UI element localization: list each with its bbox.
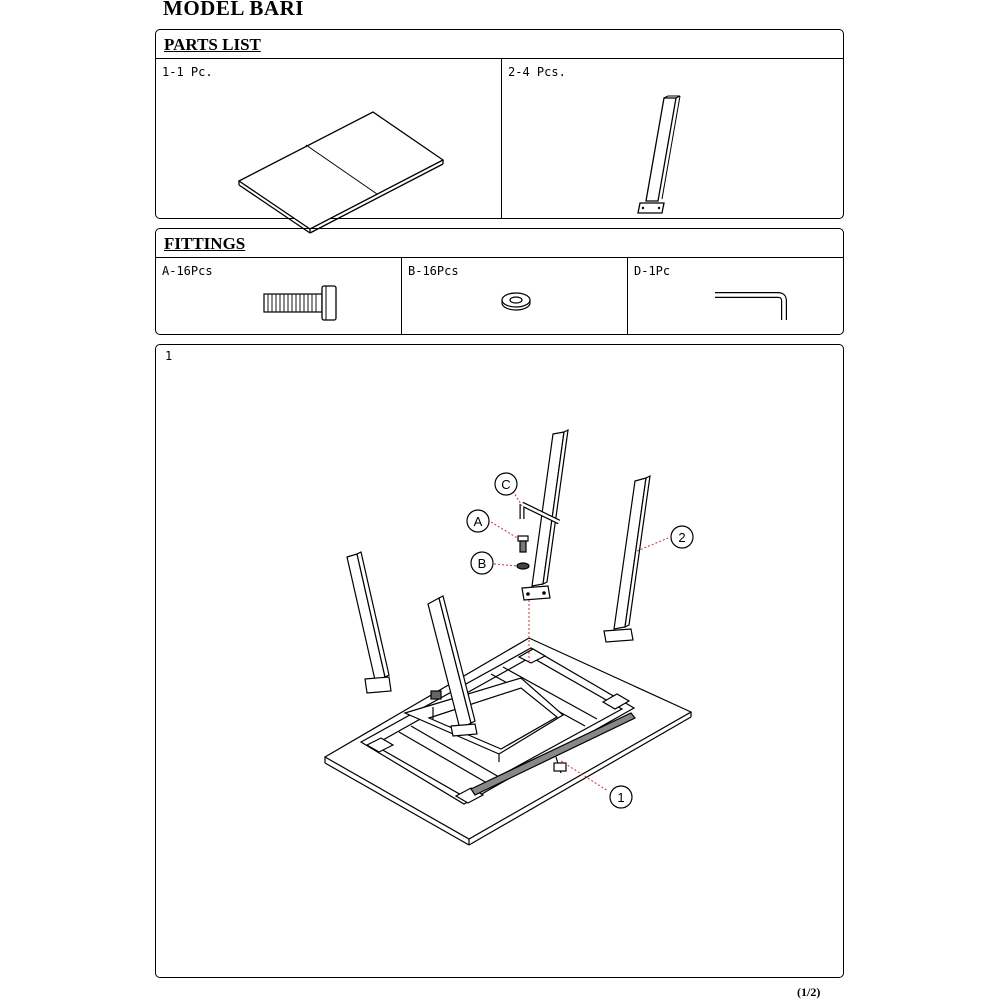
fitting-cell-allen-key: D-1Pc <box>627 258 843 334</box>
fitting-cell-bolt: A-16Pcs <box>156 258 401 334</box>
model-title: MODEL BARI <box>163 0 304 20</box>
step-number: 1 <box>165 349 173 363</box>
part-cell-table-top: 1-1 Pc. <box>156 59 501 234</box>
part-label: 2-4 Pcs. <box>508 65 566 79</box>
table-leg <box>603 474 651 643</box>
part-cell-leg: 2-4 Pcs. <box>501 59 843 218</box>
svg-text:2: 2 <box>678 530 685 545</box>
table-leg <box>521 428 569 601</box>
callout-b: B <box>470 551 494 575</box>
svg-text:1: 1 <box>617 790 624 805</box>
washer-icon <box>501 292 531 311</box>
part-label: 1-1 Pc. <box>162 65 213 79</box>
fittings-panel: FITTINGS A-16Pcs B-16Pcs <box>155 228 844 335</box>
assembly-step-panel: 1 <box>155 344 844 978</box>
table-top-underside <box>323 637 693 846</box>
bolt-icon <box>263 285 337 321</box>
allen-key-in-diagram <box>519 501 561 525</box>
parts-list-heading: PARTS LIST <box>156 30 843 59</box>
svg-text:A: A <box>474 514 483 529</box>
parts-list-panel: PARTS LIST 1-1 Pc. 2-4 Pcs. <box>155 29 844 234</box>
table-top-icon <box>237 111 445 234</box>
callout-c: C <box>494 472 518 496</box>
allen-key-icon <box>715 292 787 320</box>
assembly-diagram: C A B 2 1 <box>323 428 694 846</box>
callout-table-top: 1 <box>609 785 633 809</box>
table-leg <box>346 551 392 694</box>
svg-text:C: C <box>501 477 510 492</box>
fitting-label: D-1Pc <box>634 264 671 278</box>
fittings-heading: FITTINGS <box>156 229 843 258</box>
page-number: (1/2) <box>797 985 821 999</box>
table-leg <box>427 595 478 737</box>
callout-a: A <box>466 509 490 533</box>
table-leg-icon <box>637 95 681 214</box>
fitting-label: B-16Pcs <box>408 264 459 278</box>
fitting-label: A-16Pcs <box>162 264 213 278</box>
svg-text:B: B <box>478 556 487 571</box>
fitting-cell-washer: B-16Pcs <box>401 258 627 334</box>
callout-leg: 2 <box>670 525 694 549</box>
washer-in-diagram <box>516 562 530 570</box>
bolt-in-diagram <box>517 535 529 553</box>
